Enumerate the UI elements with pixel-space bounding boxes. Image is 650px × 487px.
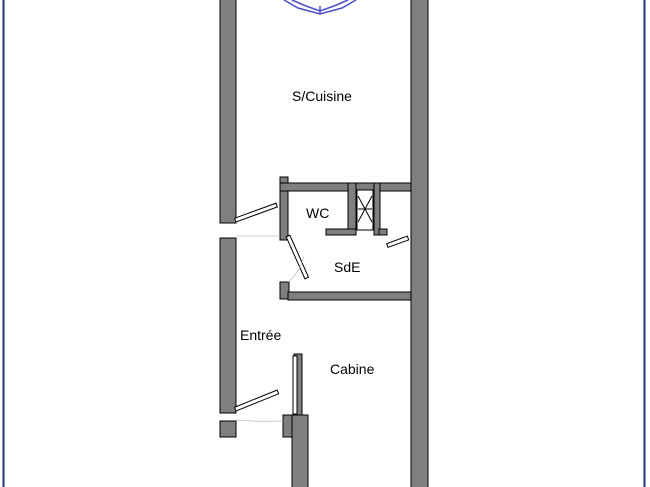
- door-leaf-cabine: [292, 355, 298, 415]
- right-wall: [410, 0, 429, 487]
- sde-partition-vertical: [373, 182, 381, 236]
- entree-partition-lower: [291, 414, 309, 487]
- room-label-wc: WC: [306, 205, 329, 221]
- technical-shaft: [356, 189, 374, 231]
- sde-partition-bottom: [378, 228, 388, 236]
- sde-partition-low: [279, 281, 290, 300]
- left-wall-lower: [219, 420, 237, 438]
- room-label-sejour-cuisine: S/Cuisine: [292, 88, 352, 104]
- door-leaf-sde-right: [386, 235, 410, 249]
- left-wall: [219, 0, 237, 224]
- wc-partition-right: [347, 182, 357, 236]
- cabine-partition-top: [287, 291, 412, 301]
- wc-partition-top: [279, 182, 412, 192]
- door-leaf-sde: [285, 234, 310, 280]
- wc-partition-vertical: [279, 176, 289, 241]
- walls: [219, 0, 429, 487]
- left-wall-middle: [219, 237, 237, 414]
- door-leaf-upper-left: [233, 202, 278, 223]
- door-leaf-entree: [233, 389, 280, 412]
- door-swings: [235, 235, 305, 422]
- room-label-cabine: Cabine: [330, 361, 375, 377]
- room-label-sde: SdE: [334, 259, 360, 275]
- window-icon: [283, 0, 357, 15]
- room-label-entree: Entrée: [240, 327, 281, 343]
- doors: [233, 202, 410, 415]
- wc-partition-bottom: [325, 228, 357, 236]
